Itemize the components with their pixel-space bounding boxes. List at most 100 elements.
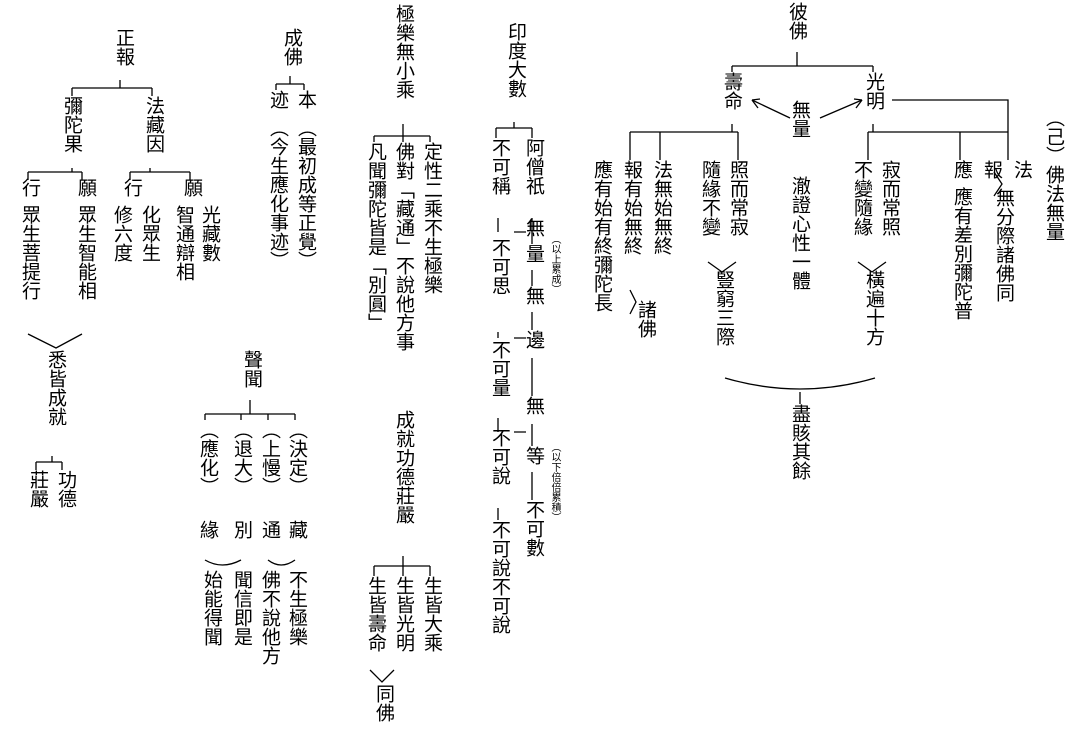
fruit-vow-head: 願 bbox=[75, 178, 97, 197]
node-buddha-root: 彼佛 bbox=[786, 2, 808, 40]
reward-bracket bbox=[71, 80, 153, 96]
become-trace: 迹 bbox=[267, 90, 289, 109]
life-branch bbox=[629, 124, 739, 160]
cause-vow-2: 智通辯相 bbox=[173, 205, 195, 281]
node-life-all: 諸佛 bbox=[635, 300, 657, 338]
cause-practice-2: 修六度 bbox=[111, 205, 133, 262]
shravaka-title: 聲聞 bbox=[241, 350, 263, 388]
bliss-fixed: 定性二乘不生極樂 bbox=[421, 142, 443, 294]
arrow-to-light bbox=[819, 99, 863, 119]
node-light-response: 應有差別彌陀普 bbox=[951, 187, 973, 320]
shravaka-not-born: 不生極樂 bbox=[286, 570, 308, 646]
node-horizontal: 橫遍十方 bbox=[863, 270, 885, 346]
india-col2-2: 不可量 bbox=[489, 340, 511, 397]
shravaka-canon: 藏 bbox=[286, 520, 308, 539]
shravaka-decided: （決定） bbox=[286, 420, 308, 496]
cause-bracket bbox=[129, 168, 191, 180]
cause-practice-1: 化眾生 bbox=[139, 205, 161, 262]
all-achieve: 悉皆成就 bbox=[45, 350, 67, 426]
node-light: 光明 bbox=[863, 72, 885, 110]
shravaka-cause: 緣 bbox=[197, 520, 219, 539]
node-follow-conditions: 隨緣不變 bbox=[699, 160, 721, 236]
node-life-reward: 報有始無終 bbox=[621, 160, 643, 255]
fruit-bracket bbox=[27, 168, 83, 180]
india-col2-3: 不可說 bbox=[489, 428, 511, 485]
cause-vow-head: 願 bbox=[181, 178, 203, 197]
node-immeasurable-rest: 澈證心性一體 bbox=[789, 176, 811, 290]
node-life-response: 應有始有終彌陀長 bbox=[591, 160, 613, 312]
same-buddha-bracket bbox=[369, 669, 395, 683]
india-col1-3: 邊 bbox=[523, 330, 545, 349]
node-life: 壽命 bbox=[721, 72, 743, 110]
india-col1-0: 無 bbox=[523, 218, 545, 237]
shravaka-arrogant: （上慢） bbox=[259, 420, 281, 496]
node-reward: 報 bbox=[981, 160, 1003, 179]
become-bracket bbox=[275, 76, 305, 90]
india-asamkhya: 阿僧祇 bbox=[523, 138, 545, 195]
india-col1-1: 量 bbox=[523, 244, 545, 263]
node-vertical: 豎窮三際 bbox=[713, 270, 735, 346]
bliss-great-vehicle: 生皆大乘 bbox=[421, 576, 443, 652]
fruit-practice: 眾生菩提行 bbox=[19, 205, 41, 300]
cause-vow-1: 光藏數 bbox=[199, 205, 221, 262]
shravaka-common: 通 bbox=[259, 520, 281, 539]
arrow-to-life-head bbox=[751, 98, 761, 109]
bliss-hearers: 凡聞彌陀皆是「別圓」 bbox=[365, 142, 387, 332]
become-origin-note: （最初成等正覺） bbox=[295, 118, 317, 270]
fruit-practice-head: 行 bbox=[19, 178, 41, 197]
node-light-unchanging: 不變隨緣 bbox=[851, 160, 873, 236]
india-col2-0: 不可稱 bbox=[489, 138, 511, 195]
india-col1-4: 無 bbox=[523, 396, 545, 415]
adornment: 莊嚴 bbox=[27, 470, 49, 508]
bliss-bracket bbox=[373, 124, 431, 142]
shravaka-hear-believe: 聞信即是 bbox=[231, 570, 253, 646]
bliss-life-born: 生皆壽命 bbox=[365, 576, 387, 652]
arrow-to-life bbox=[751, 99, 791, 119]
india-cross-links bbox=[514, 231, 526, 433]
achieve-bracket bbox=[373, 556, 431, 576]
become-origin: 本 bbox=[295, 90, 317, 109]
bliss-same-buddha: 同佛 bbox=[373, 684, 395, 722]
root-bracket bbox=[731, 52, 874, 72]
bracket-light-dharma bbox=[993, 171, 1003, 197]
fruit-vow: 眾生智能相 bbox=[75, 205, 97, 300]
shravaka-start-attain: 始能得聞 bbox=[201, 570, 223, 646]
node-dharma: 法 bbox=[1011, 160, 1033, 179]
india-col2-4: 不可說不可說 bbox=[489, 520, 511, 634]
india-col2-1: 不可思 bbox=[489, 238, 511, 295]
node-life-dharma: 法無始無終 bbox=[651, 160, 673, 255]
bracket-life-all bbox=[629, 289, 637, 315]
merit-bracket bbox=[35, 456, 63, 470]
shravaka-retreat: （退大） bbox=[231, 420, 253, 496]
arrow-to-light-head bbox=[853, 98, 863, 109]
india-col1-5: 等 bbox=[523, 446, 545, 465]
amitabha-fruit: 彌陀果 bbox=[61, 96, 83, 153]
merit: 功德 bbox=[55, 470, 77, 508]
shravaka-not-say: 佛不說他方 bbox=[259, 570, 281, 665]
bracket-horizontal bbox=[857, 261, 887, 273]
bliss-title: 極樂無小乘 bbox=[393, 4, 415, 99]
shravaka-join-1 bbox=[267, 559, 296, 566]
india-note-upper: （以上累成） bbox=[549, 234, 560, 294]
exhaust-arc bbox=[724, 377, 876, 404]
india-col1-2: 無 bbox=[523, 286, 545, 305]
bliss-achieve: 成就功德莊嚴 bbox=[393, 410, 415, 524]
cause-practice-head: 行 bbox=[121, 178, 143, 197]
become-trace-note: （今生應化事迹） bbox=[267, 118, 289, 270]
india-col1-6: 不可數 bbox=[523, 500, 545, 557]
dharmakara-cause: 法藏因 bbox=[143, 96, 165, 153]
india-title: 印度大數 bbox=[505, 22, 527, 98]
node-light-still: 寂而常照 bbox=[879, 160, 901, 236]
light-branch bbox=[867, 124, 1009, 160]
shravaka-distinct: 別 bbox=[231, 520, 253, 539]
fruit-merge bbox=[27, 333, 83, 349]
bracket-vertical bbox=[707, 261, 737, 273]
node-light-dharma-reward: 無分際諸佛同 bbox=[993, 188, 1015, 302]
node-light-response-head: 應 bbox=[951, 160, 973, 179]
bliss-buddha-said: 佛對「藏通」不說他方事 bbox=[393, 142, 415, 351]
section-title: （己）佛法無量 bbox=[1043, 108, 1065, 241]
india-bracket bbox=[495, 122, 533, 138]
node-shine-always: 照而常寂 bbox=[727, 160, 749, 236]
